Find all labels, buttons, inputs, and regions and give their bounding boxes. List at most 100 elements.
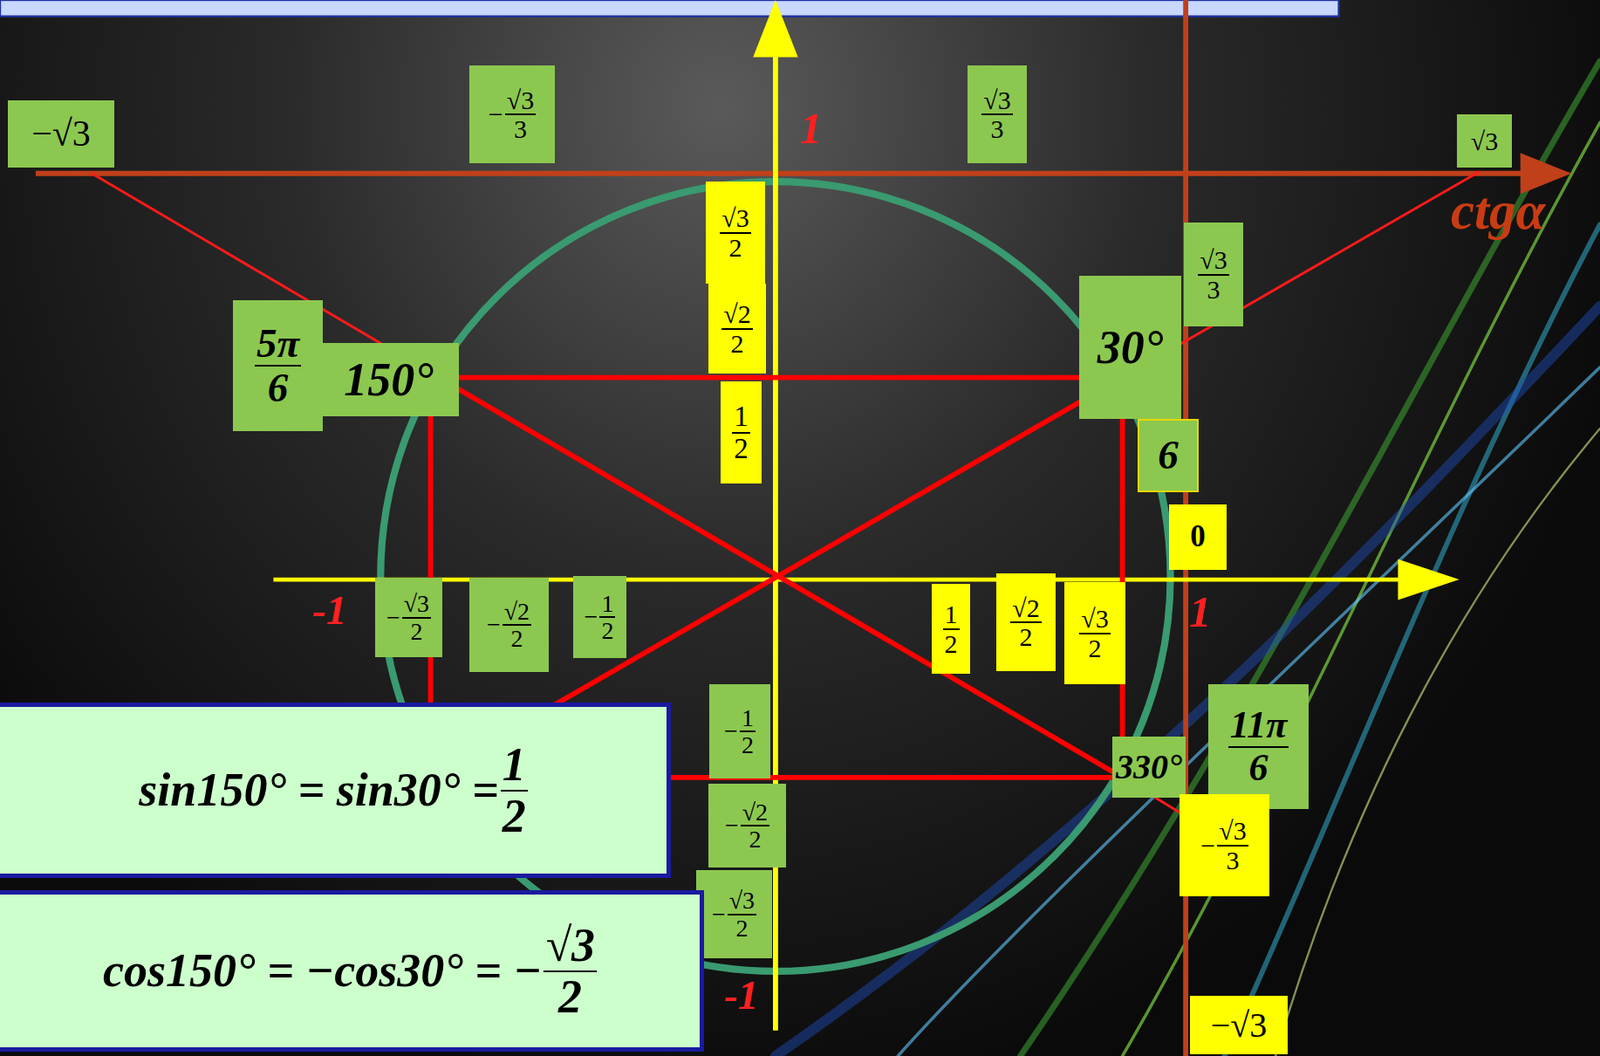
- sign: −: [584, 603, 599, 630]
- expression: −√22: [724, 799, 770, 853]
- numerator: √3: [505, 86, 536, 117]
- value-box: −√22: [708, 783, 787, 868]
- numerator: √2: [721, 300, 753, 330]
- numerator: √2: [1010, 594, 1041, 624]
- arrowhead: [1397, 559, 1459, 601]
- numerator: √2: [740, 799, 770, 827]
- fraction: 12: [500, 739, 528, 841]
- fraction: 12: [739, 704, 756, 759]
- value-text: 0: [1189, 520, 1206, 554]
- value-box: √3: [1456, 114, 1512, 168]
- sign: −: [486, 611, 501, 637]
- fraction: 12: [599, 590, 616, 644]
- value-box: −√32: [375, 577, 443, 657]
- fraction: √22: [721, 300, 753, 357]
- value-box: 12: [720, 381, 762, 484]
- denominator: 2: [733, 433, 749, 465]
- value-text: −√3: [31, 114, 91, 153]
- formula-text: sin150° = sin30° =: [138, 765, 499, 815]
- value-text: 6: [1157, 433, 1179, 477]
- value-box: 5π6: [232, 300, 323, 431]
- denominator: 6: [267, 366, 289, 410]
- sign: −: [488, 100, 504, 129]
- denominator: 2: [558, 971, 582, 1022]
- value-box: −√3: [7, 100, 115, 168]
- denominator: 3: [1225, 846, 1239, 875]
- value-box: 6: [1137, 418, 1199, 493]
- numerator: √3: [719, 204, 751, 234]
- denominator: 2: [1088, 634, 1102, 663]
- denominator: 3: [1207, 275, 1221, 304]
- numerator: √3: [402, 590, 431, 618]
- value-text: −√3: [1210, 1006, 1268, 1044]
- denominator: 2: [1019, 622, 1033, 651]
- denominator: 2: [731, 329, 745, 358]
- value-text: 30°: [1097, 322, 1164, 373]
- cotangent-axis: [35, 170, 1532, 177]
- axis-value: -1: [312, 589, 347, 631]
- value-box: 12: [931, 583, 971, 674]
- fraction: √22: [502, 598, 532, 652]
- expression: −√22: [486, 598, 532, 652]
- value-text: 150°: [343, 355, 434, 405]
- numerator: 5π: [254, 321, 301, 367]
- numerator: 1: [739, 704, 756, 732]
- fraction: √22: [1010, 594, 1041, 651]
- denominator: 2: [410, 618, 423, 644]
- denominator: 3: [513, 115, 527, 144]
- numerator: 1: [599, 590, 616, 618]
- numerator: 1: [943, 600, 960, 630]
- value-box: −√3: [1189, 995, 1288, 1054]
- fraction: 12: [943, 600, 960, 657]
- fraction: √32: [1079, 604, 1110, 662]
- y-axis: [772, 50, 779, 1030]
- fraction: √32: [719, 204, 751, 261]
- top-banner: [0, 0, 1340, 17]
- denominator: 2: [502, 791, 527, 842]
- denominator: 2: [601, 617, 614, 643]
- formula-box: cos150° = −cos30° = −√32: [0, 889, 705, 1052]
- denominator: 2: [729, 233, 743, 262]
- expression: cos150° = −cos30° = −√32: [102, 920, 597, 1021]
- numerator: 1: [731, 401, 751, 434]
- numerator: √3: [727, 887, 757, 915]
- value-box: √32: [705, 181, 766, 284]
- denominator: 2: [748, 826, 761, 852]
- value-box: −√32: [696, 869, 773, 958]
- value-box: −12: [573, 575, 627, 658]
- value-box: √33: [967, 65, 1027, 164]
- value-text: √3: [1470, 127, 1498, 156]
- axis-value: 1: [800, 106, 823, 151]
- denominator: 2: [944, 629, 958, 658]
- value-box: √22: [708, 283, 766, 374]
- value-box: √32: [1064, 581, 1126, 684]
- numerator: √3: [1079, 604, 1110, 635]
- value-box: −√22: [469, 577, 549, 672]
- fraction: √33: [505, 86, 536, 144]
- numerator: √3: [1197, 246, 1229, 276]
- value-box: −√33: [1179, 793, 1270, 896]
- sign: −: [724, 812, 739, 838]
- expression: sin150° = sin30° =12: [138, 739, 527, 841]
- value-box: 330°: [1112, 736, 1186, 798]
- axis-value: 1: [1189, 589, 1212, 635]
- sign: −: [1200, 831, 1216, 860]
- numerator: 11π: [1228, 704, 1290, 747]
- fraction: √33: [1197, 246, 1229, 303]
- expression: −√33: [488, 86, 536, 144]
- value-box: −12: [709, 683, 771, 779]
- sign: −: [724, 717, 739, 744]
- value-box: 30°: [1079, 275, 1182, 419]
- denominator: 2: [741, 731, 754, 758]
- value-box: √33: [1183, 222, 1244, 327]
- axis-value: -1: [724, 974, 759, 1016]
- formula-box: sin150° = sin30° =12: [0, 702, 671, 878]
- expression: −√32: [711, 887, 757, 941]
- numerator: √3: [981, 86, 1012, 117]
- numerator: √3: [1217, 816, 1248, 847]
- value-box: 11π6: [1208, 683, 1309, 809]
- fraction: √22: [740, 799, 770, 853]
- fraction: √32: [727, 887, 757, 941]
- arrowhead: [752, 0, 798, 57]
